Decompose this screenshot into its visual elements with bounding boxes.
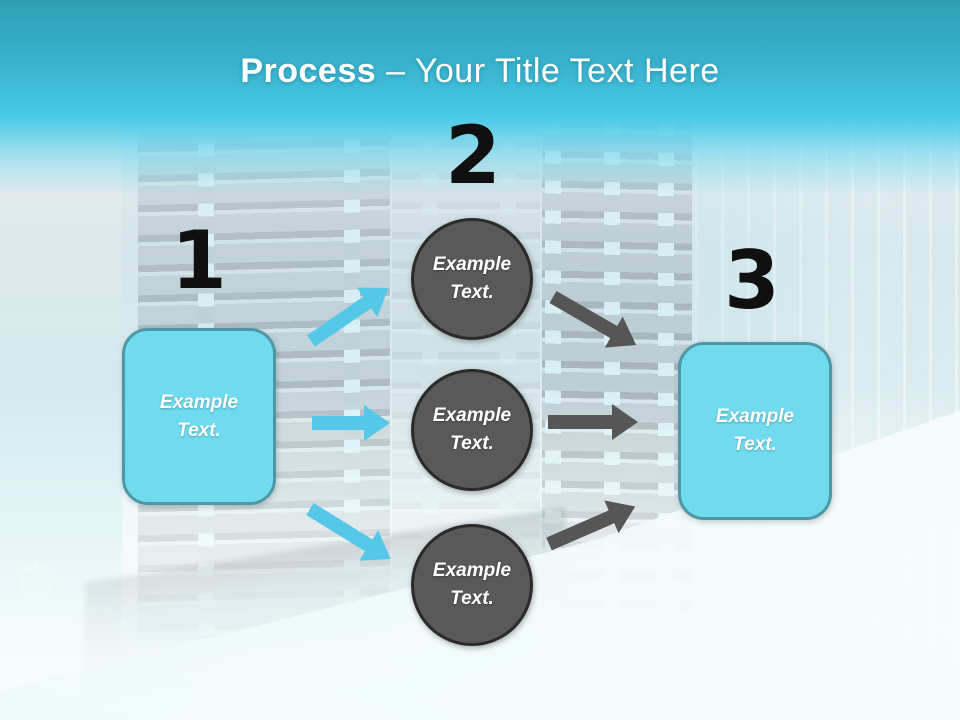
step-number-1[interactable]: 1: [171, 214, 227, 307]
arrow-box1-to-circle2: [312, 405, 390, 441]
step1-box-label: Example Text.: [159, 391, 239, 441]
arrow-shaft: [548, 415, 616, 429]
step-number-3[interactable]: 3: [724, 234, 780, 327]
step2-circle-1-label: Example Text.: [432, 254, 512, 303]
step2-circle-2[interactable]: Example Text.: [411, 369, 533, 491]
step2-circle-3-label: Example Text.: [432, 560, 512, 609]
title-subtitle: – Your Title Text Here: [376, 52, 720, 90]
arrow-shaft: [312, 416, 368, 430]
step1-box[interactable]: Example Text.: [122, 328, 276, 505]
header-gradient-band: [0, 0, 960, 195]
title-keyword: Process: [240, 52, 377, 90]
step-number-2[interactable]: 2: [445, 109, 501, 202]
arrow-circle2-to-box3: [548, 404, 638, 440]
step2-circle-2-label: Example Text.: [432, 405, 512, 454]
step2-circle-3[interactable]: Example Text.: [411, 524, 533, 646]
step2-circle-1[interactable]: Example Text.: [411, 218, 533, 340]
step3-box[interactable]: Example Text.: [678, 342, 832, 520]
arrow-head-icon: [612, 404, 638, 440]
slide-title[interactable]: Process – Your Title Text Here: [0, 52, 960, 91]
step3-box-label: Example Text.: [715, 406, 795, 455]
arrow-head-icon: [364, 405, 390, 441]
power-icon: [20, 561, 52, 597]
